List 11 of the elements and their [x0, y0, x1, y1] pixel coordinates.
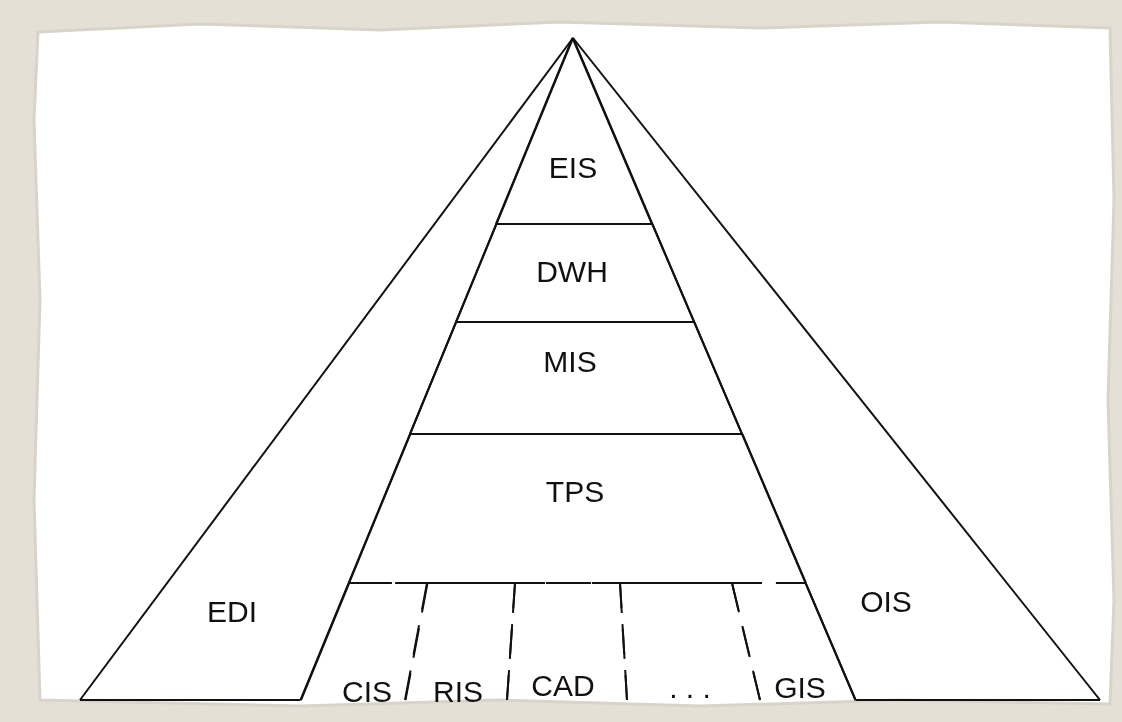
- layer-label: CAD: [531, 671, 595, 701]
- layer-label: EDI: [207, 597, 257, 627]
- layer-label: TPS: [545, 477, 605, 507]
- layer-label: OIS: [860, 587, 912, 617]
- layer-label: DWH: [536, 257, 608, 287]
- layer-label: CIS: [342, 677, 392, 707]
- layer-label: RIS: [433, 677, 483, 707]
- layer-label: EIS: [548, 153, 598, 183]
- layer-label: GIS: [774, 673, 826, 703]
- layer-label: MIS: [543, 347, 597, 377]
- layer-label: . . .: [669, 673, 711, 703]
